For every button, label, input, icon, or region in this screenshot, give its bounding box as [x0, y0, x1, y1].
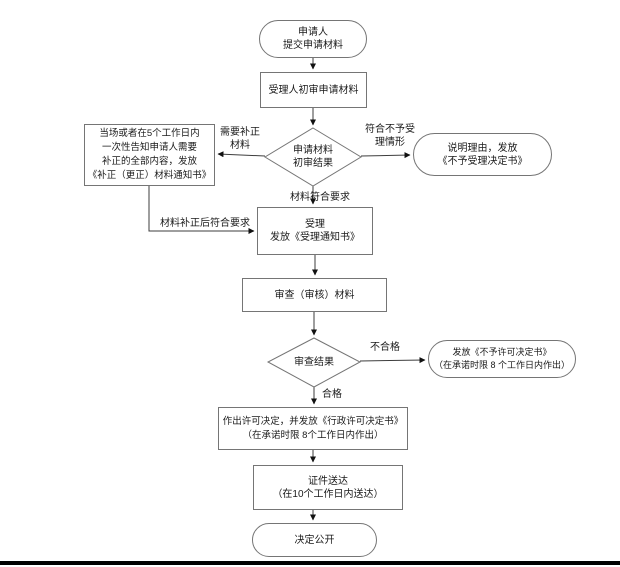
edge-result-to-supplement	[217, 151, 266, 158]
accept-node: 受理 发放《受理通知书》	[257, 207, 373, 255]
publish-node: 决定公开	[252, 523, 377, 557]
review-result-diamond	[266, 337, 362, 388]
edge-label-need-supplement: 需要补正 材料	[220, 127, 260, 151]
initial-result-diamond	[264, 127, 362, 187]
initial-result-label: 申请材料 初审结果	[293, 145, 333, 169]
deny-node: 发放《不予许可决定书》 （在承诺时限 8 个工作日内作出）	[428, 340, 576, 378]
edge-label-not-acceptable: 符合不予受 理情形	[365, 124, 415, 148]
edge-result-to-not-accept	[360, 152, 411, 159]
edge-label-supplemented-ok: 材料补正后符合要求	[160, 218, 250, 229]
edge-label-materials-ok: 材料符合要求	[290, 192, 350, 203]
supplement-notice-node: 当场或者在5个工作日内 一次性告知申请人需要 补正的全部内容，发放 《补正（更正…	[84, 124, 215, 186]
edge-supplement-to-accept	[148, 186, 255, 234]
review-result-label: 审查结果	[294, 357, 334, 368]
edge-label-qualified: 合格	[322, 389, 342, 400]
not-accept-node: 说明理由，发放 《不予受理决定书》	[413, 133, 552, 176]
initial-review-node: 受理人初审申请材料	[260, 72, 367, 108]
edge-label-unqualified: 不合格	[370, 342, 400, 353]
edge-review-to-deny	[359, 357, 426, 364]
delivery-node: 证件送达 （在10个工作日内送达）	[253, 465, 403, 510]
bottom-divider	[0, 561, 620, 565]
decision-node: 作出许可决定，并发放《行政许可决定书》 （在承诺时限 8个工作日内作出）	[218, 407, 408, 450]
examine-node: 审查（审核）材料	[242, 278, 387, 312]
start-node: 申请人 提交申请材料	[259, 20, 367, 58]
